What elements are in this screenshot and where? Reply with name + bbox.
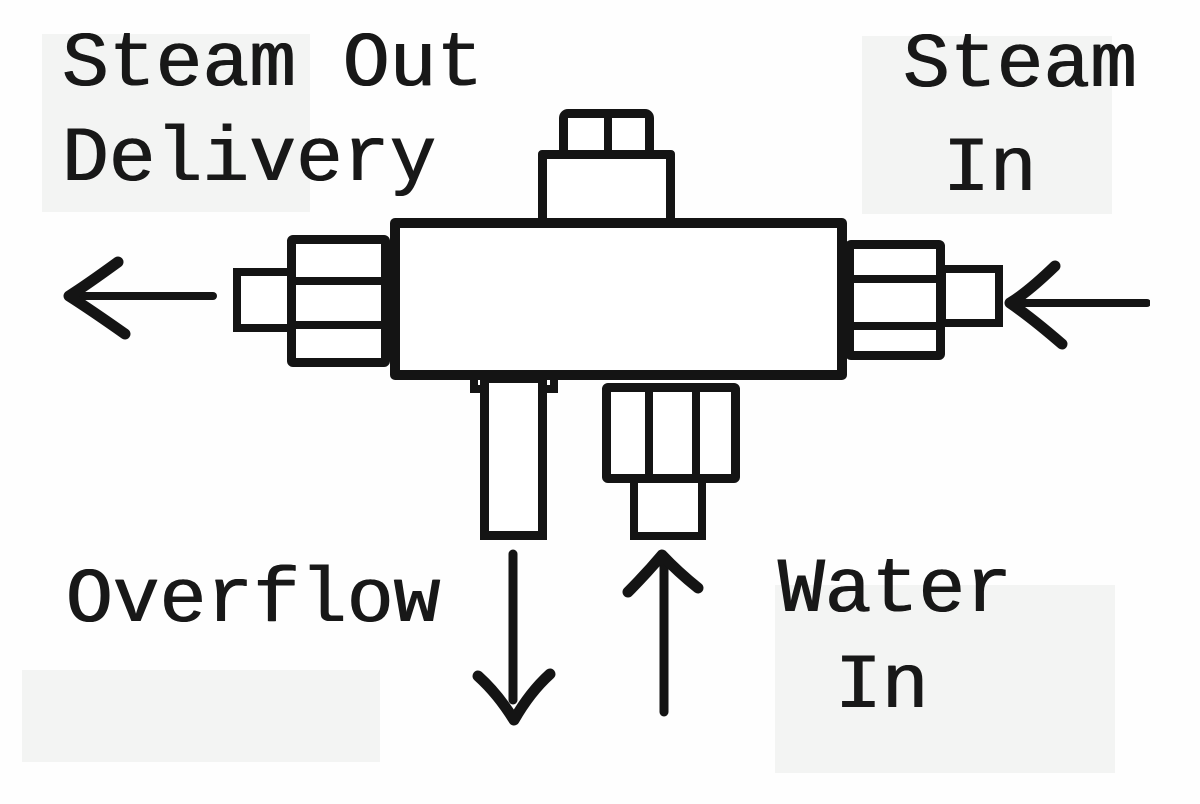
delivery-outlet-stub (233, 268, 295, 332)
overflow-pipe (480, 374, 547, 540)
nut-facet-line (645, 391, 653, 475)
label-delivery: Delivery (62, 116, 437, 204)
delivery-coupling-nut (287, 235, 390, 367)
scan-artifact-patch (862, 36, 1112, 214)
top-cap-facet-line (604, 117, 612, 151)
scan-artifact-patch (775, 585, 1115, 773)
nut-facet-line (295, 321, 382, 329)
arrow-left-icon (1004, 260, 1150, 350)
water-inlet-nut (602, 383, 740, 483)
label-steam-out: Steam Out (62, 21, 484, 109)
injector-main-body (390, 218, 847, 380)
arrow-up-icon (622, 549, 704, 717)
steam-inlet-coupling-nut (845, 240, 945, 360)
water-inlet-stub (630, 474, 706, 540)
nut-facet-line (692, 391, 700, 475)
nut-facet-line (853, 322, 937, 330)
top-cap-base (538, 150, 675, 228)
arrow-left-icon (63, 256, 217, 340)
scan-artifact-patch (42, 34, 310, 212)
nut-facet-line (295, 277, 382, 285)
label-overflow: Overflow (66, 557, 441, 645)
steam-inlet-stub (938, 265, 1003, 327)
scan-artifact-patch (22, 670, 380, 762)
label-steam-in-line2: In (943, 126, 1037, 214)
label-water-in-line1: Water (778, 547, 1013, 635)
arrow-down-icon (472, 549, 556, 726)
label-water-in-line2: In (835, 643, 929, 731)
label-steam-in-line1: Steam (903, 22, 1138, 110)
nut-facet-line (853, 275, 937, 283)
